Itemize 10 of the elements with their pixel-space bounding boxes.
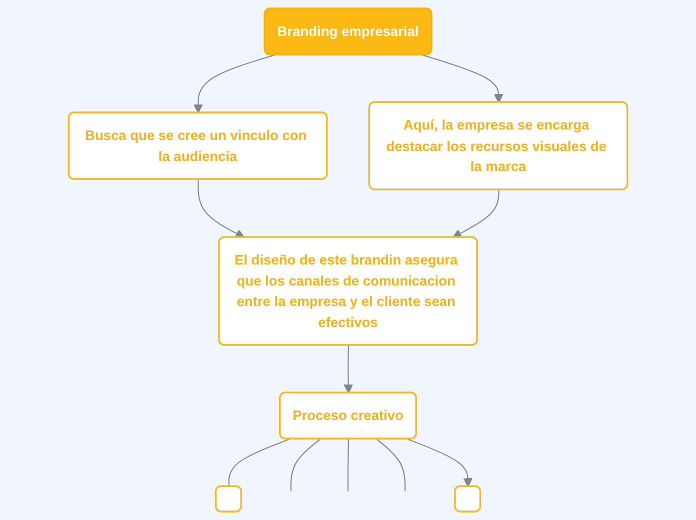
connector [347,439,350,492]
connector [376,438,406,492]
arrow [194,54,275,114]
connector [228,438,290,487]
arrow [422,54,504,104]
connector [290,438,321,492]
arrow [198,180,245,238]
arrow [407,438,473,488]
arrow [452,190,500,238]
arrow [344,345,353,394]
